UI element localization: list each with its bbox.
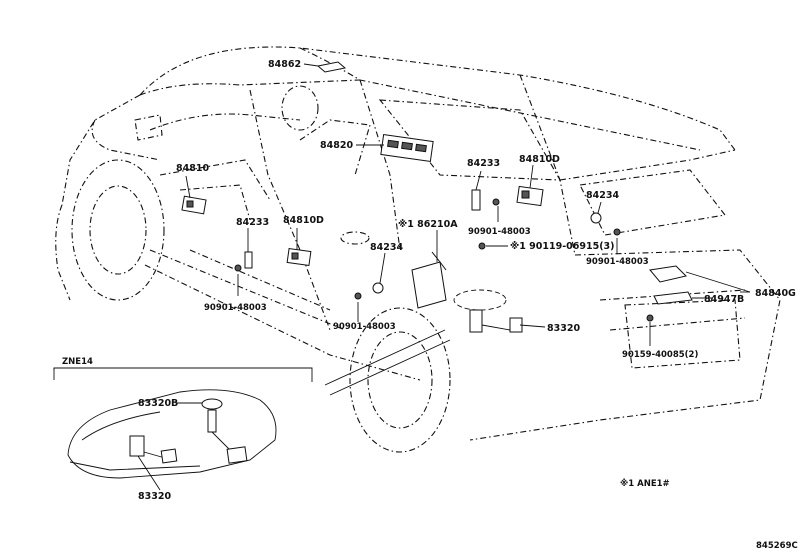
label-84947B: 84947B xyxy=(704,294,744,305)
label-90901-d: 90901-48003 xyxy=(333,322,396,332)
part-84862-dome-switch xyxy=(316,61,347,73)
inset-zne14: ZNE14 83320B 83320 xyxy=(53,357,313,502)
leader-lines xyxy=(185,63,751,346)
vehicle-outline xyxy=(55,46,781,453)
label-90901-a: 90901-48003 xyxy=(204,303,267,313)
label-86210A: ※1 86210A xyxy=(398,219,458,230)
part-labels: 84862 84820 84810 84233 84810D 84233 848… xyxy=(176,59,796,360)
label-90901-b: 90901-48003 xyxy=(468,227,531,237)
part-84820-master-switch xyxy=(380,134,434,162)
label-84810D-right: 84810D xyxy=(519,154,560,165)
footnote: ※1 ANE1# xyxy=(620,478,670,489)
label-84840G: 84840G xyxy=(755,288,796,299)
label-84233-left: 84233 xyxy=(236,217,269,228)
label-84233-right: 84233 xyxy=(467,158,500,169)
part-84810D-right-switch xyxy=(516,185,544,207)
label-84862: 84862 xyxy=(268,59,301,70)
label-90159: 90159-40085(2) xyxy=(622,350,698,360)
label-84234-right: 84234 xyxy=(586,190,619,201)
label-84820: 84820 xyxy=(320,140,353,151)
label-inset-83320: 83320 xyxy=(138,491,171,502)
diagram-code: 845269C xyxy=(756,541,798,551)
part-84233-right-bracket xyxy=(471,189,500,211)
label-83320: 83320 xyxy=(547,323,580,334)
label-90119: ※1 90119-06915(3) xyxy=(510,241,615,252)
part-84840G-rear-switch xyxy=(649,265,687,283)
label-90901-c: 90901-48003 xyxy=(586,257,649,267)
label-inset-83320B: 83320B xyxy=(138,398,178,409)
part-84234-right-connector xyxy=(590,212,621,236)
label-84234-mid: 84234 xyxy=(370,242,403,253)
part-84947B-cover xyxy=(646,291,693,322)
inset-title: ZNE14 xyxy=(62,357,93,367)
label-84810D-mid: 84810D xyxy=(283,215,324,226)
part-86210A-module xyxy=(411,242,486,309)
part-84810D-mid-switch xyxy=(286,247,312,267)
part-84233-left-bracket xyxy=(234,251,253,272)
part-84234-mid-connector xyxy=(354,282,384,300)
part-83320-fuel-gauge xyxy=(453,289,523,333)
label-84810: 84810 xyxy=(176,163,209,174)
part-84810-front-switch xyxy=(181,195,207,215)
